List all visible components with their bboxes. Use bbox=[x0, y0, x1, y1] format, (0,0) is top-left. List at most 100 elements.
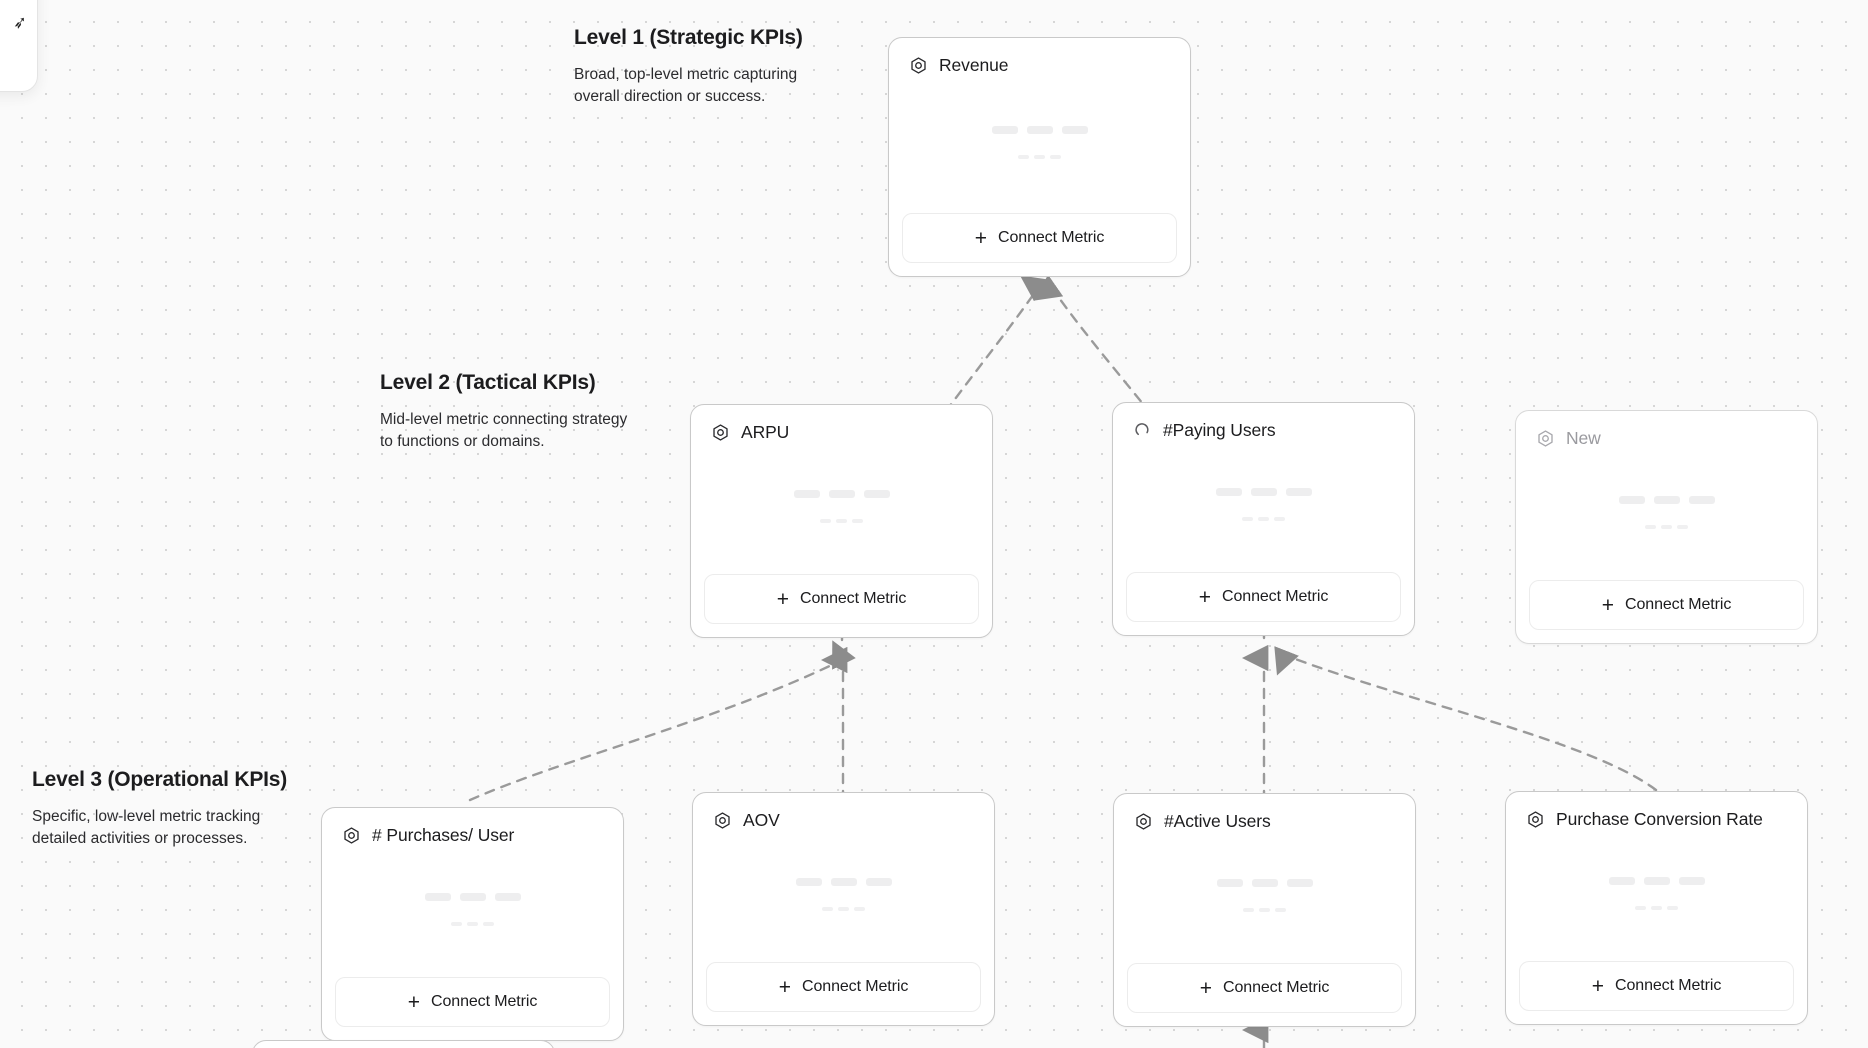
skeleton-bar bbox=[1645, 525, 1656, 529]
spinner-icon bbox=[1135, 423, 1149, 436]
connect-metric-label: Connect Metric bbox=[431, 993, 538, 1010]
plus-icon: + bbox=[776, 587, 790, 611]
level-3-description: Specific, low-level metric tracking deta… bbox=[32, 808, 261, 847]
skeleton-bar bbox=[1242, 517, 1253, 521]
card-header: # Purchases/ User bbox=[322, 808, 623, 846]
connect-metric-button[interactable]: + Connect Metric bbox=[1127, 963, 1402, 1013]
skeleton-bar bbox=[1018, 155, 1029, 159]
connect-metric-label: Connect Metric bbox=[1625, 596, 1732, 613]
card-header: #Active Users bbox=[1114, 794, 1415, 832]
cursor-icon: ➶ bbox=[11, 12, 29, 33]
skeleton-bar bbox=[865, 878, 892, 886]
level-1-title: Level 1 (Strategic KPIs) bbox=[574, 26, 803, 49]
skeleton-row-primary bbox=[795, 878, 892, 886]
skeleton-bar bbox=[1243, 908, 1254, 912]
card-header: Revenue bbox=[889, 38, 1190, 76]
hexagon-metric-icon bbox=[713, 424, 728, 441]
card-skeleton-body bbox=[1506, 830, 1807, 961]
hexagon-metric-icon bbox=[715, 812, 730, 829]
plus-icon: + bbox=[974, 226, 988, 250]
skeleton-bar bbox=[795, 878, 822, 886]
metric-card-aov[interactable]: AOV + Connect Metric bbox=[692, 792, 995, 1026]
skeleton-bar bbox=[451, 922, 462, 926]
skeleton-bar bbox=[483, 922, 494, 926]
skeleton-bar bbox=[467, 922, 478, 926]
connect-metric-label: Connect Metric bbox=[1222, 588, 1329, 605]
skeleton-bar bbox=[1251, 879, 1278, 887]
skeleton-row-secondary bbox=[451, 922, 494, 926]
skeleton-bar bbox=[991, 126, 1018, 134]
card-skeleton-body bbox=[1114, 832, 1415, 963]
metric-card-paying-users[interactable]: #Paying Users + Connect Metric bbox=[1112, 402, 1415, 636]
connect-metric-button[interactable]: + Connect Metric bbox=[1126, 572, 1401, 622]
skeleton-bar bbox=[1635, 906, 1646, 910]
skeleton-bar bbox=[1643, 877, 1670, 885]
connect-metric-button[interactable]: + Connect Metric bbox=[1519, 961, 1794, 1011]
skeleton-bar bbox=[1216, 879, 1243, 887]
card-title: # Purchases/ User bbox=[372, 825, 515, 845]
connect-metric-button[interactable]: + Connect Metric bbox=[335, 977, 610, 1027]
floating-corner-panel[interactable]: ➶ bbox=[0, 0, 38, 92]
skeleton-bar bbox=[1688, 496, 1715, 504]
card-title: Purchase Conversion Rate bbox=[1556, 809, 1763, 829]
skeleton-bar bbox=[1258, 517, 1269, 521]
skeleton-bar bbox=[424, 893, 451, 901]
card-skeleton-body bbox=[691, 443, 992, 574]
plus-icon: + bbox=[1591, 974, 1605, 998]
card-title: Revenue bbox=[939, 55, 1009, 75]
metric-card-offscreen-bottom[interactable] bbox=[252, 1040, 555, 1048]
metric-card-active-users[interactable]: #Active Users + Connect Metric bbox=[1113, 793, 1416, 1027]
skeleton-bar bbox=[1034, 155, 1045, 159]
hexagon-metric-icon bbox=[1538, 430, 1553, 447]
connect-metric-button[interactable]: + Connect Metric bbox=[706, 962, 981, 1012]
connect-metric-button[interactable]: + Connect Metric bbox=[1529, 580, 1804, 630]
skeleton-row-secondary bbox=[1635, 906, 1678, 910]
metric-card-arpu[interactable]: ARPU + Connect Metric bbox=[690, 404, 993, 638]
level-2-description: Mid-level metric connecting strategy to … bbox=[380, 411, 628, 450]
skeleton-bar bbox=[793, 490, 820, 498]
skeleton-row-primary bbox=[424, 893, 521, 901]
hexagon-metric-icon bbox=[344, 827, 359, 844]
metric-card-purchase-conversion-rate[interactable]: Purchase Conversion Rate + Connect Metri… bbox=[1505, 791, 1808, 1025]
skeleton-bar bbox=[1653, 496, 1680, 504]
hexagon-metric-icon bbox=[911, 57, 926, 74]
connect-metric-button[interactable]: + Connect Metric bbox=[704, 574, 979, 624]
card-title: #Active Users bbox=[1164, 811, 1271, 831]
card-footer: + Connect Metric bbox=[691, 574, 992, 637]
card-footer: + Connect Metric bbox=[889, 213, 1190, 276]
hexagon-metric-icon bbox=[1528, 811, 1543, 828]
plus-icon: + bbox=[1198, 585, 1212, 609]
card-skeleton-body bbox=[1516, 449, 1817, 580]
connect-metric-button[interactable]: + Connect Metric bbox=[902, 213, 1177, 263]
skeleton-bar bbox=[820, 519, 831, 523]
skeleton-bar bbox=[1667, 906, 1678, 910]
skeleton-bar bbox=[1050, 155, 1061, 159]
plus-icon: + bbox=[407, 990, 421, 1014]
skeleton-bar bbox=[1661, 525, 1672, 529]
skeleton-bar bbox=[836, 519, 847, 523]
metric-card-revenue[interactable]: Revenue + Connect Metric bbox=[888, 37, 1191, 277]
card-footer: + Connect Metric bbox=[322, 977, 623, 1040]
card-header: New bbox=[1516, 411, 1817, 449]
skeleton-row-secondary bbox=[1018, 155, 1061, 159]
metric-card-purchases-per-user[interactable]: # Purchases/ User + Connect Metric bbox=[321, 807, 624, 1041]
plus-icon: + bbox=[778, 975, 792, 999]
skeleton-row-secondary bbox=[822, 907, 865, 911]
skeleton-bar bbox=[822, 907, 833, 911]
skeleton-bar bbox=[828, 490, 855, 498]
card-header: Purchase Conversion Rate bbox=[1506, 792, 1807, 830]
card-title: ARPU bbox=[741, 422, 790, 442]
skeleton-bar bbox=[1026, 126, 1053, 134]
skeleton-row-primary bbox=[1608, 877, 1705, 885]
skeleton-bar bbox=[852, 519, 863, 523]
skeleton-bar bbox=[1061, 126, 1088, 134]
skeleton-bar bbox=[1275, 908, 1286, 912]
plus-icon: + bbox=[1199, 976, 1213, 1000]
level-3-title: Level 3 (Operational KPIs) bbox=[32, 768, 288, 791]
skeleton-bar bbox=[863, 490, 890, 498]
card-header: AOV bbox=[693, 793, 994, 831]
metric-card-new[interactable]: New + Connect Metric bbox=[1515, 410, 1818, 644]
card-title: #Paying Users bbox=[1163, 420, 1276, 440]
skeleton-bar bbox=[1651, 906, 1662, 910]
